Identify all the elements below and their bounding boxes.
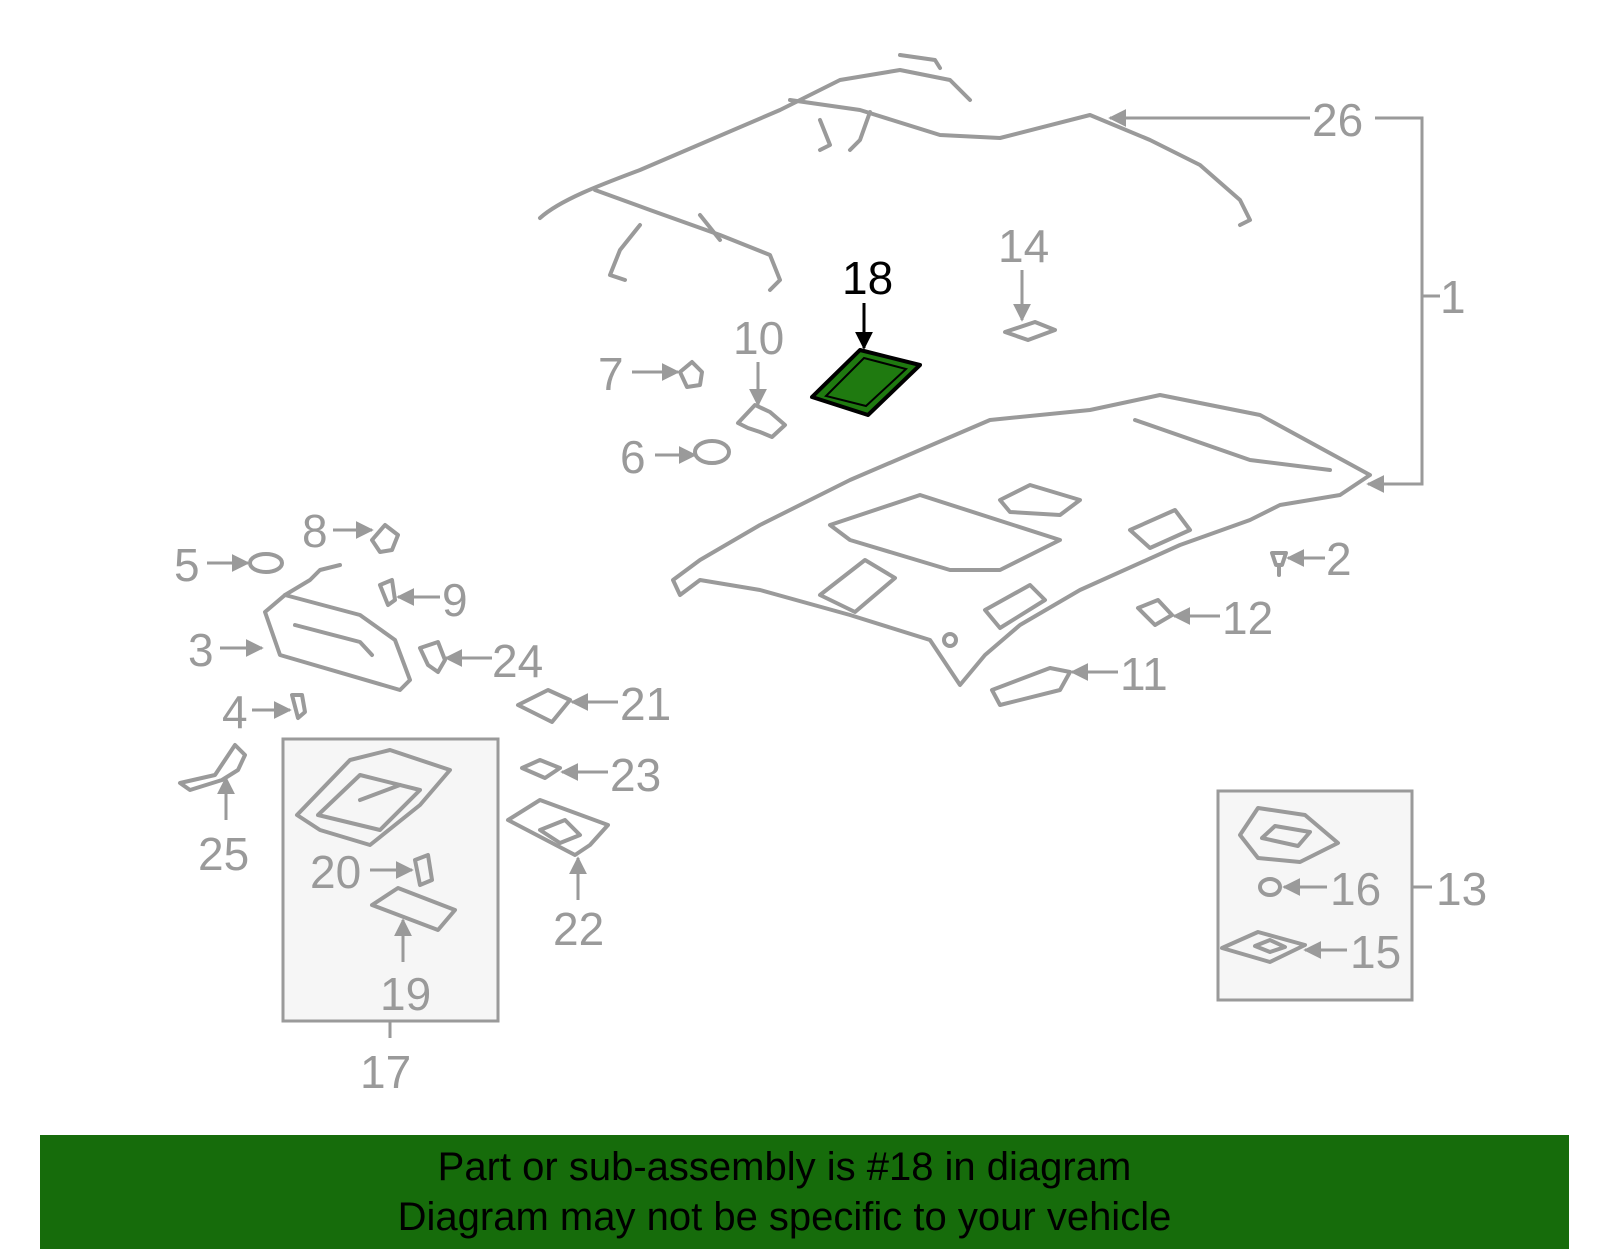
banner-line-1: Part or sub-assembly is #18 in diagram	[437, 1145, 1132, 1189]
callout-18: 18	[842, 252, 893, 304]
callout-8: 8	[302, 505, 328, 557]
part-9-screw	[378, 578, 397, 607]
callout-labels: 26 1 14 18 10 7 6 2 12 11 8 5 9 3 24 4 2…	[174, 94, 1487, 1098]
callout-19: 19	[380, 968, 431, 1020]
leader-lines	[207, 109, 1440, 1038]
part-17-console	[295, 748, 452, 847]
part-7-clip	[678, 360, 704, 389]
info-banner: Part or sub-assembly is #18 in diagram D…	[40, 1135, 1569, 1249]
part-1-headliner	[671, 393, 1372, 687]
part-13-dome-lamp	[1238, 806, 1340, 864]
callout-24: 24	[492, 635, 543, 687]
part-6-grommet	[693, 439, 731, 465]
callout-5: 5	[174, 539, 200, 591]
callout-14: 14	[998, 220, 1049, 272]
callout-3: 3	[188, 624, 214, 676]
callout-25: 25	[198, 828, 249, 880]
callout-1: 1	[1440, 271, 1466, 323]
part-24-bracket	[418, 640, 447, 674]
part-14-pad	[1003, 320, 1057, 342]
part-3-sun-visor	[263, 563, 412, 692]
part-25-connector	[178, 743, 247, 792]
callout-26: 26	[1312, 94, 1363, 146]
callout-7: 7	[598, 348, 624, 400]
part-8-clip	[370, 523, 400, 554]
part-10-bracket	[736, 403, 787, 439]
callout-16: 16	[1330, 863, 1381, 915]
callout-12: 12	[1222, 592, 1273, 644]
part-11-handle	[990, 666, 1072, 707]
callout-15: 15	[1350, 926, 1401, 978]
part-21-bracket	[516, 688, 572, 724]
callout-17: 17	[360, 1046, 411, 1098]
callout-20: 20	[310, 846, 361, 898]
banner-line-2: Diagram may not be specific to your vehi…	[397, 1195, 1172, 1239]
part-18-highlighted	[810, 348, 922, 417]
part-16-bulb	[1258, 877, 1282, 897]
callout-6: 6	[620, 431, 646, 483]
callout-11: 11	[1120, 648, 1168, 700]
callout-9: 9	[442, 574, 468, 626]
group-box-17	[281, 737, 500, 1023]
part-4-bolt	[290, 693, 307, 720]
callout-10: 10	[733, 312, 784, 364]
part-12-clip	[1136, 598, 1174, 627]
part-22-cover	[506, 798, 610, 857]
part-23-pad	[520, 758, 562, 780]
parts-diagram: 26 1 14 18 10 7 6 2 12 11 8 5 9 3 24 4 2…	[174, 53, 1487, 1098]
callout-13: 13	[1436, 863, 1487, 915]
callout-21: 21	[620, 678, 671, 730]
part-19-lens	[370, 886, 457, 932]
callout-4: 4	[222, 686, 248, 738]
callout-23: 23	[610, 749, 661, 801]
callout-22: 22	[553, 903, 604, 955]
part-20-bulb	[413, 853, 434, 887]
part-2-push-pin	[1270, 551, 1288, 577]
part-26-wiring-harness	[538, 53, 1252, 292]
callout-2: 2	[1326, 533, 1352, 585]
part-5-washer	[248, 552, 284, 574]
